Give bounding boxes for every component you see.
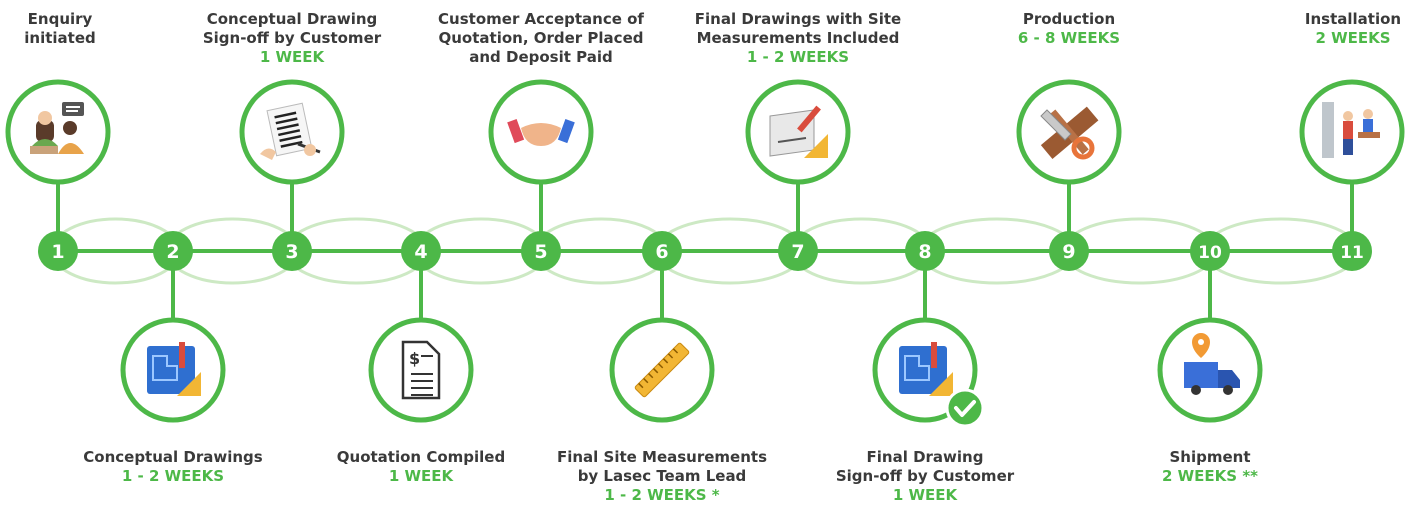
saw-wood-icon [1040,106,1099,160]
step-label: Enquiry initiated [0,10,120,48]
step-duration: 2 WEEKS ** [1161,467,1259,485]
checkmark-icon [954,400,976,417]
step-title: Installation [1304,10,1402,28]
step-number: 4 [414,241,427,263]
step-title: Conceptual Drawing Sign-off by Customer [202,10,382,47]
step-duration: 1 - 2 WEEKS [121,467,225,485]
step-number-node [401,231,441,271]
step-number: 8 [918,241,931,263]
step-duration: 1 - 2 WEEKS * [604,486,720,504]
step-number-node [521,231,561,271]
step-number: 11 [1340,243,1364,263]
step-number-node [778,231,818,271]
check-badge-icon [945,388,985,428]
step-title: Final Drawings with Site Measurements In… [694,10,902,47]
step-duration: 1 WEEK [892,486,958,504]
step-title: Final Drawing Sign-off by Customer [835,448,1015,485]
step-title: Production [1022,10,1116,28]
step-duration: 1 - 2 WEEKS [746,48,850,66]
step-number-node [1190,231,1230,271]
step-duration: 2 WEEKS [1315,29,1391,47]
step-duration: 1 WEEK [388,467,454,485]
step-number-node [38,231,78,271]
step-title: Enquiry initiated [24,10,96,47]
ruler-icon [634,342,690,398]
step-number: 6 [655,241,668,263]
step-title: Final Site Measurements by Lasec Team Le… [556,448,768,485]
step-number-node [905,231,945,271]
step-number: 3 [285,241,298,263]
step-number-node [1049,231,1089,271]
step-label: Final Drawings with Site Measurements In… [668,10,928,67]
installers-icon [1322,102,1380,158]
step-icon-circle [5,79,111,185]
step-number: 9 [1062,241,1075,263]
step-number: 10 [1198,243,1222,263]
step-duration: 6 - 8 WEEKS [1017,29,1121,47]
blueprint-icon [147,342,201,396]
step-number: 2 [166,241,179,263]
step-number: 5 [534,241,547,263]
step-title: Customer Acceptance of Quotation, Order … [438,10,644,66]
approved-blueprint-icon [899,342,953,396]
step-title: Shipment [1169,448,1251,466]
step-number: 7 [791,241,804,263]
document-signing-icon [260,102,321,160]
invoice-icon: $ [401,340,441,400]
svg-text:$: $ [409,349,420,368]
delivery-truck-icon [1184,333,1240,395]
step-number-node [642,231,682,271]
step-number: 1 [51,241,64,263]
handshake-icon [507,119,575,146]
step-label: Customer Acceptance of Quotation, Order … [411,10,671,67]
step-number-node [153,231,193,271]
step-title: Conceptual Drawings [83,448,263,466]
enquiry-people-icon [30,102,84,154]
step-number-node [272,231,312,271]
drafting-icon [769,105,828,158]
step-number-node [1332,231,1372,271]
step-title: Quotation Compiled [336,448,506,466]
step-duration: 1 WEEK [259,48,325,66]
step-label: Final Site Measurements by Lasec Team Le… [532,448,792,505]
step-icon-circle [368,317,474,423]
